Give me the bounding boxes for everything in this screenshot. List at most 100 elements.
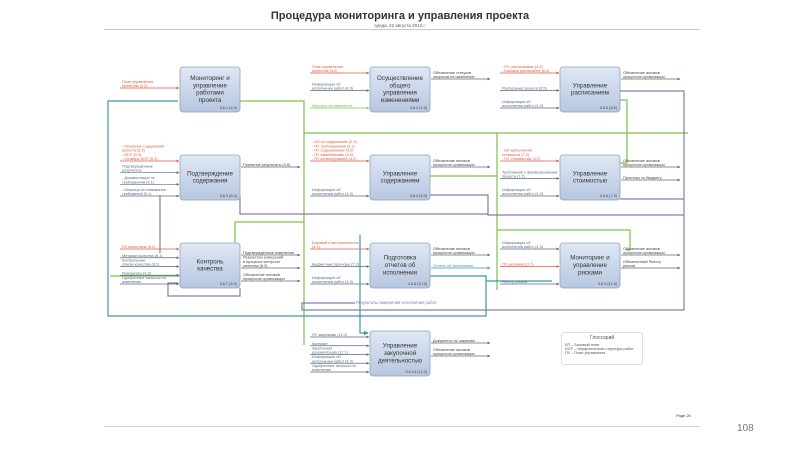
output-label: Подтвержденные изменения xyxy=(243,251,294,255)
input-label: ПУ закупками (12.1) xyxy=(312,333,348,337)
output-label: Принятые результаты (4.6) xyxy=(243,163,291,167)
glossary-line: ИСР – Иерархическая структура работ xyxy=(565,347,634,351)
page-label: Page 20 xyxy=(676,413,691,418)
output-label: Отчеты об исполнении xyxy=(433,264,473,268)
input-label: - БП по содержанию (5.3)- ПУ требованиям… xyxy=(312,140,358,161)
glossary-line: ПУ – План управления xyxy=(565,351,606,355)
connector-teal xyxy=(107,100,552,333)
process-id: 3.6.9 (11.6) xyxy=(598,282,618,286)
glossary-title: Глоссарий xyxy=(589,335,615,341)
input-label: Реестр рисков xyxy=(502,280,527,284)
glossary-line: БП – Базовый план xyxy=(565,343,600,347)
input-label: Результаты (4.3) xyxy=(122,271,152,275)
connector-lines xyxy=(107,90,688,345)
glossary: Глоссарий БП – Базовый план ИСР – Иерарх… xyxy=(561,332,643,365)
process-id: 3.6.10 (12.3) xyxy=(405,370,427,374)
connector-label-work-results: Результаты измерения исполнения работ xyxy=(356,300,437,305)
input-label: Запросы на изменение xyxy=(312,104,353,108)
process-id: 3.6.7 (8.3) xyxy=(220,282,238,286)
process-box-shape xyxy=(369,66,431,113)
input-label: Метрики качества (8.1) xyxy=(122,254,163,258)
connector-purple xyxy=(159,90,685,311)
connector-green xyxy=(110,99,688,345)
input-label: Расписание проекта (6.5) xyxy=(502,87,547,91)
process-box-shape xyxy=(179,66,241,113)
slide-number: 108 xyxy=(737,423,754,434)
input-label: ПУ рисками (11.1) xyxy=(502,263,534,267)
process-box-shape xyxy=(179,242,241,289)
process-id: 3.6.3 (5.4) xyxy=(220,194,238,198)
process-id: 3.6.6 (7.3) xyxy=(600,194,618,198)
process-id: 3.6.4 (5.5) xyxy=(410,194,428,198)
process-box-shape xyxy=(369,242,431,289)
divider xyxy=(104,426,700,427)
process-id: 3.6.2 (4.5) xyxy=(410,106,428,110)
input-label: Бюджетные прогнозы (7.3) xyxy=(312,263,360,267)
process-id: 3.6.1 (4.4) xyxy=(220,106,238,110)
input-label: Контракт xyxy=(312,342,328,346)
input-label: ПУ качеством (8.1) xyxy=(122,245,156,249)
process-box-shape xyxy=(369,330,431,377)
input-label: - ПУ расписанием (4.2)- Базовое расписан… xyxy=(502,65,550,73)
process-box-shape xyxy=(369,154,431,201)
output-label: Прогнозы по бюджету xyxy=(623,176,662,180)
process-box-shape xyxy=(559,154,621,201)
process-box-shape xyxy=(559,242,621,289)
process-box-shape xyxy=(179,154,241,201)
process-id: 3.6.5 (6.6) xyxy=(600,106,618,110)
process-id: 3.6.8 (10.5) xyxy=(408,282,428,286)
input-label: Базовый план исполнения(4.2) xyxy=(312,241,359,249)
page-title: Процедура мониторинга и управления проек… xyxy=(270,10,530,22)
process-box-shape xyxy=(559,66,621,113)
divider xyxy=(104,29,700,30)
